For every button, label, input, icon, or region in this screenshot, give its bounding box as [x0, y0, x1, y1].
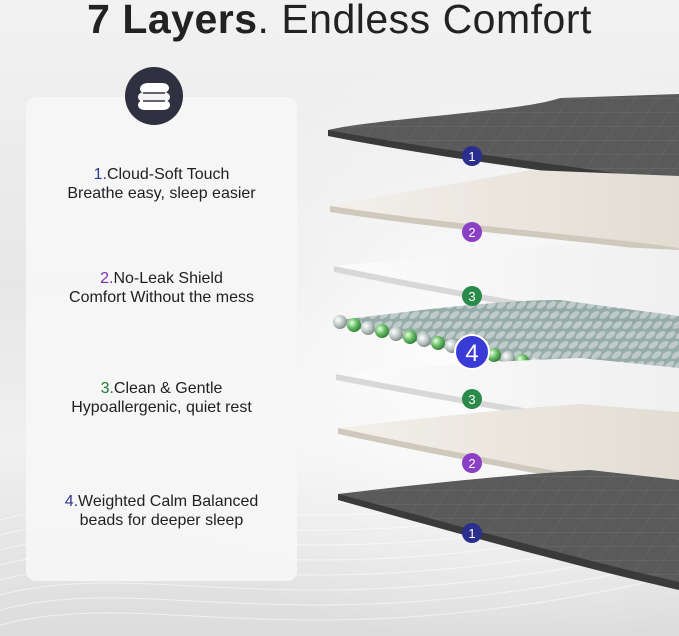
svg-text:4: 4 — [465, 340, 478, 367]
folded-blanket-icon — [125, 67, 183, 125]
layer-2-top — [330, 170, 679, 254]
svg-text:1: 1 — [468, 526, 475, 541]
layer-badge-1-top: 1 — [462, 146, 482, 166]
feature-number: 3. — [100, 380, 114, 397]
title-rest: . Endless Comfort — [257, 0, 592, 42]
svg-text:2: 2 — [468, 456, 475, 471]
feature-item-2: 2.No-Leak Shield Comfort Without the mes… — [26, 269, 297, 307]
feature-desc: Comfort Without the mess — [69, 289, 254, 306]
layer-badge-2-top: 2 — [462, 222, 482, 242]
layer-badge-2-bottom: 2 — [462, 453, 482, 473]
layer-badge-3-top: 3 — [462, 286, 482, 306]
feature-item-1: 1.Cloud-Soft Touch Breathe easy, sleep e… — [26, 165, 297, 203]
feature-number: 4. — [64, 493, 79, 510]
feature-name: Clean & Gentle — [113, 380, 223, 397]
feature-desc: Hypoallergenic, quiet rest — [71, 399, 252, 416]
feature-desc: beads for deeper sleep — [79, 512, 244, 529]
feature-desc: Breathe easy, sleep easier — [67, 185, 256, 202]
title-bold: 7 Layers — [87, 0, 258, 42]
feature-number: 2. — [100, 270, 114, 287]
layer-1-bottom — [338, 470, 679, 590]
svg-text:1: 1 — [468, 149, 475, 164]
layer-badge-1-bottom: 1 — [462, 523, 482, 543]
layer-badge-3-bottom: 3 — [462, 389, 482, 409]
svg-text:3: 3 — [468, 289, 475, 304]
feature-number: 1. — [93, 166, 107, 183]
svg-text:3: 3 — [468, 392, 475, 407]
feature-item-3: 3.Clean & Gentle Hypoallergenic, quiet r… — [26, 379, 297, 417]
feature-name: No-Leak Shield — [113, 270, 223, 287]
svg-text:2: 2 — [468, 225, 475, 240]
feature-name: Cloud-Soft Touch — [106, 166, 230, 183]
feature-name: Weighted Calm Balanced — [78, 493, 259, 510]
page-title: 7 Layers. Endless Comfort — [0, 0, 679, 43]
feature-item-4: 4.Weighted Calm Balanced beads for deepe… — [26, 492, 297, 530]
layer-badge-4: 4 — [454, 334, 490, 370]
feature-panel — [26, 97, 297, 581]
